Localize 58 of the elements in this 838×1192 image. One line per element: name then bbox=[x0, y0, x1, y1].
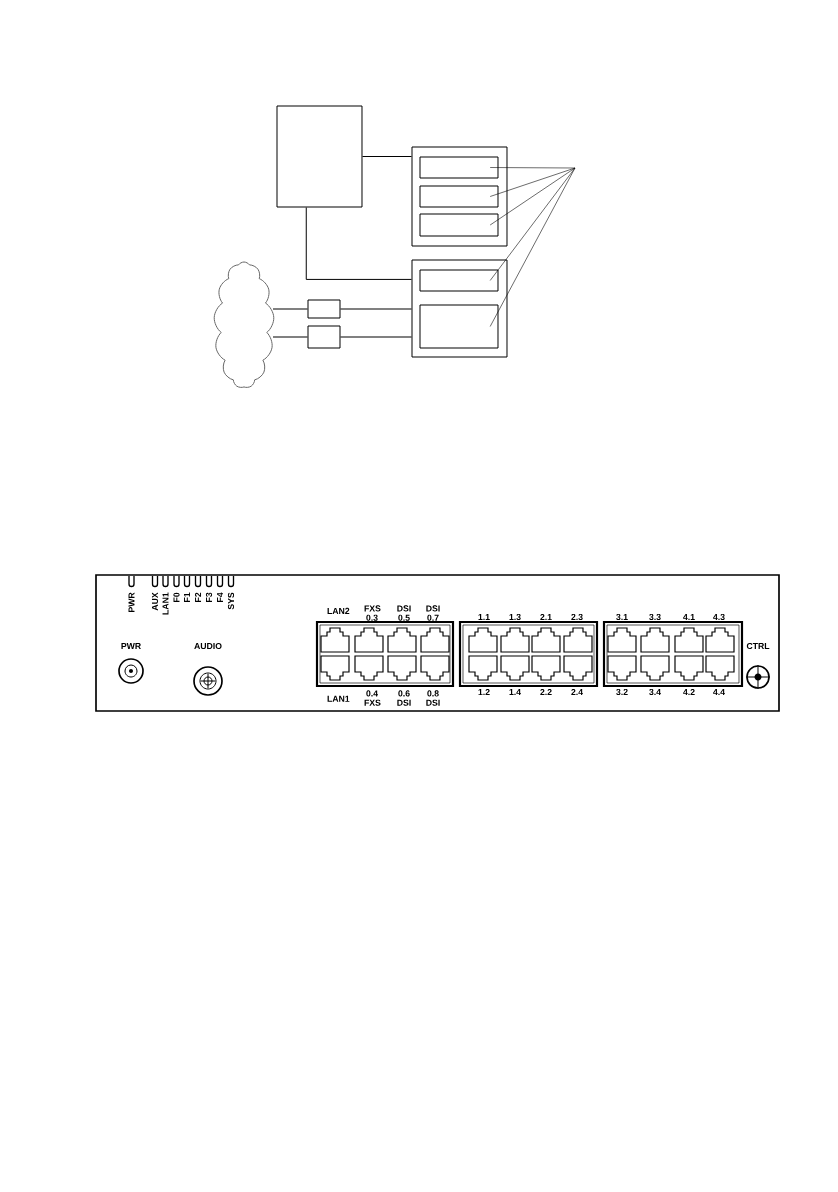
box bbox=[411, 259, 508, 358]
leader-line bbox=[489, 167, 576, 226]
box bbox=[419, 269, 499, 292]
box bbox=[307, 299, 341, 319]
port-label: F0 bbox=[173, 592, 180, 602]
port-label: 2.2 bbox=[540, 688, 552, 696]
port-label: 2.3 bbox=[571, 613, 583, 621]
box bbox=[276, 105, 363, 208]
port-label: SYS bbox=[227, 592, 235, 610]
port-label: 1.3 bbox=[509, 613, 521, 621]
leader-line bbox=[489, 167, 576, 197]
port-label: 0.8 DSI bbox=[426, 690, 440, 706]
connector-line bbox=[362, 156, 412, 157]
port-label: 3.4 bbox=[649, 688, 661, 696]
port-label: PWR bbox=[121, 643, 141, 649]
port-label: 0.6 DSI bbox=[397, 690, 411, 706]
port-label: F2 bbox=[194, 592, 201, 602]
port-label: 0.4 FXS bbox=[364, 690, 381, 706]
port-label: 4.1 bbox=[683, 614, 695, 620]
leader-line bbox=[489, 167, 576, 169]
port-label: 1.4 bbox=[509, 689, 521, 695]
box bbox=[419, 304, 499, 349]
box bbox=[419, 213, 499, 237]
leader-line bbox=[489, 167, 576, 327]
port-label: F1 bbox=[184, 592, 190, 602]
leader-line bbox=[489, 167, 576, 281]
box bbox=[419, 185, 499, 208]
port-label: 4.4 bbox=[713, 689, 725, 695]
port-label: DSI 0.7 bbox=[426, 605, 440, 621]
box bbox=[411, 146, 508, 247]
port-label: LAN2 bbox=[327, 607, 350, 614]
port-label: 3.3 bbox=[649, 613, 661, 621]
port-label: F3 bbox=[205, 592, 213, 602]
cloud-shape bbox=[213, 261, 275, 388]
port-label: 3.2 bbox=[616, 688, 628, 696]
port-label: 2.1 bbox=[540, 613, 552, 621]
port-label: AUX bbox=[152, 592, 158, 611]
box bbox=[307, 325, 341, 349]
port-label: 4.2 bbox=[683, 688, 695, 696]
connector-line bbox=[305, 207, 412, 280]
connector-line bbox=[340, 336, 412, 338]
port-label: AUDIO bbox=[194, 642, 222, 650]
port-label: LAN1 bbox=[327, 695, 350, 702]
box bbox=[419, 156, 499, 179]
port-label: 4.3 bbox=[713, 613, 725, 621]
port-label: 3.1 bbox=[616, 613, 628, 621]
port-label: LAN1 bbox=[162, 592, 169, 615]
connector-line bbox=[272, 308, 308, 310]
connector-line bbox=[272, 336, 308, 338]
port-label: F4 bbox=[217, 592, 223, 602]
connector-line bbox=[340, 308, 412, 310]
port-label: 2.4 bbox=[571, 688, 583, 696]
port-label: FXS 0.3 bbox=[364, 605, 381, 621]
port-label: 1.1 bbox=[478, 614, 490, 620]
port-label: 1.2 bbox=[478, 688, 490, 696]
port-label: PWR bbox=[128, 592, 135, 612]
port-label: DSI 0.5 bbox=[397, 605, 411, 621]
port-label: CTRL bbox=[746, 642, 770, 650]
